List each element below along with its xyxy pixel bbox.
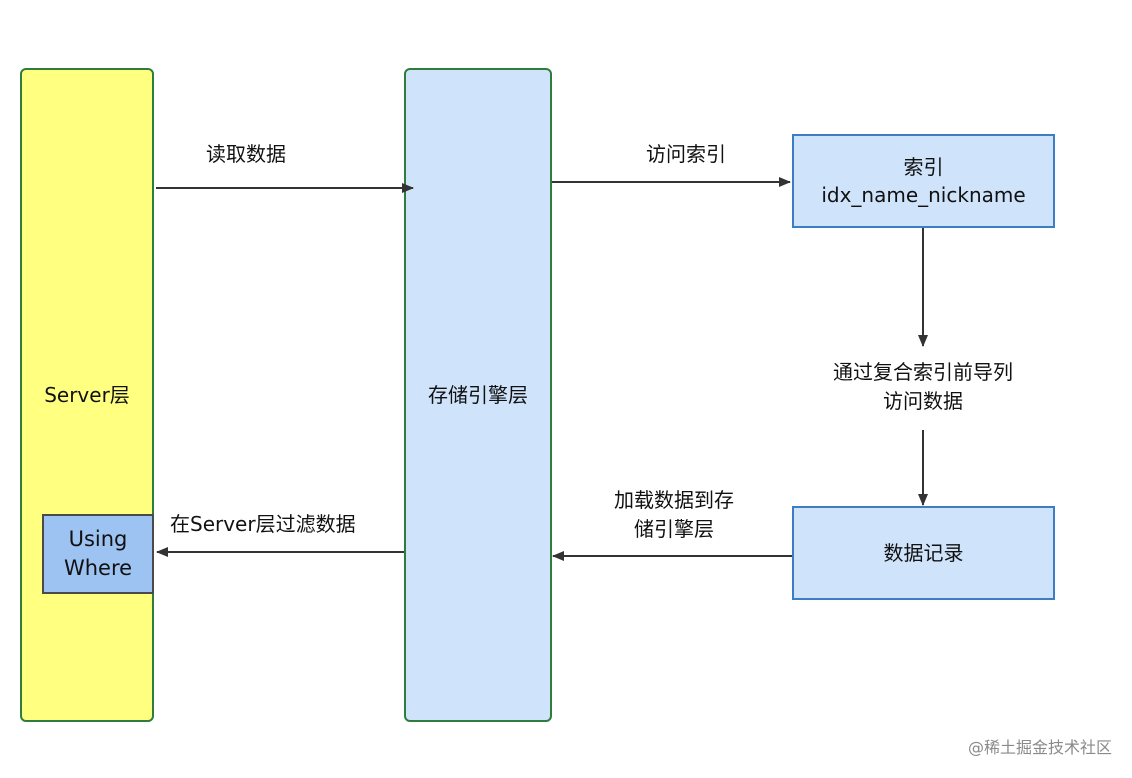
index-box-name: idx_name_nickname	[821, 183, 1026, 207]
load-data-line2: 储引擎层	[634, 517, 714, 541]
load-data-line1: 加载数据到存	[614, 488, 734, 512]
data-record-label: 数据记录	[883, 541, 964, 565]
using-where-line2: Where	[63, 556, 133, 580]
load-data-label: 加载数据到存 储引擎层	[604, 486, 744, 544]
prefix-access-label: 通过复合索引前导列 访问数据	[818, 358, 1028, 416]
index-box: 索引 idx_name_nickname	[792, 134, 1055, 228]
data-record-box: 数据记录	[792, 506, 1055, 600]
read-data-label: 读取数据	[206, 142, 286, 166]
storage-engine-layer-label: 存储引擎层	[428, 383, 528, 407]
filter-label: 在Server层过滤数据	[170, 512, 356, 536]
index-box-title: 索引	[903, 155, 944, 179]
prefix-access-line1: 通过复合索引前导列	[833, 360, 1013, 384]
access-index-label: 访问索引	[646, 142, 726, 166]
watermark: @稀土掘金技术社区	[967, 738, 1112, 757]
using-where-box: Using Where	[42, 514, 154, 594]
server-layer-label: Server层	[44, 383, 130, 407]
prefix-access-line2: 访问数据	[883, 389, 963, 413]
storage-engine-layer-box: 存储引擎层	[404, 68, 552, 722]
using-where-line1: Using	[68, 527, 128, 551]
server-layer-box: Server层	[20, 68, 154, 722]
